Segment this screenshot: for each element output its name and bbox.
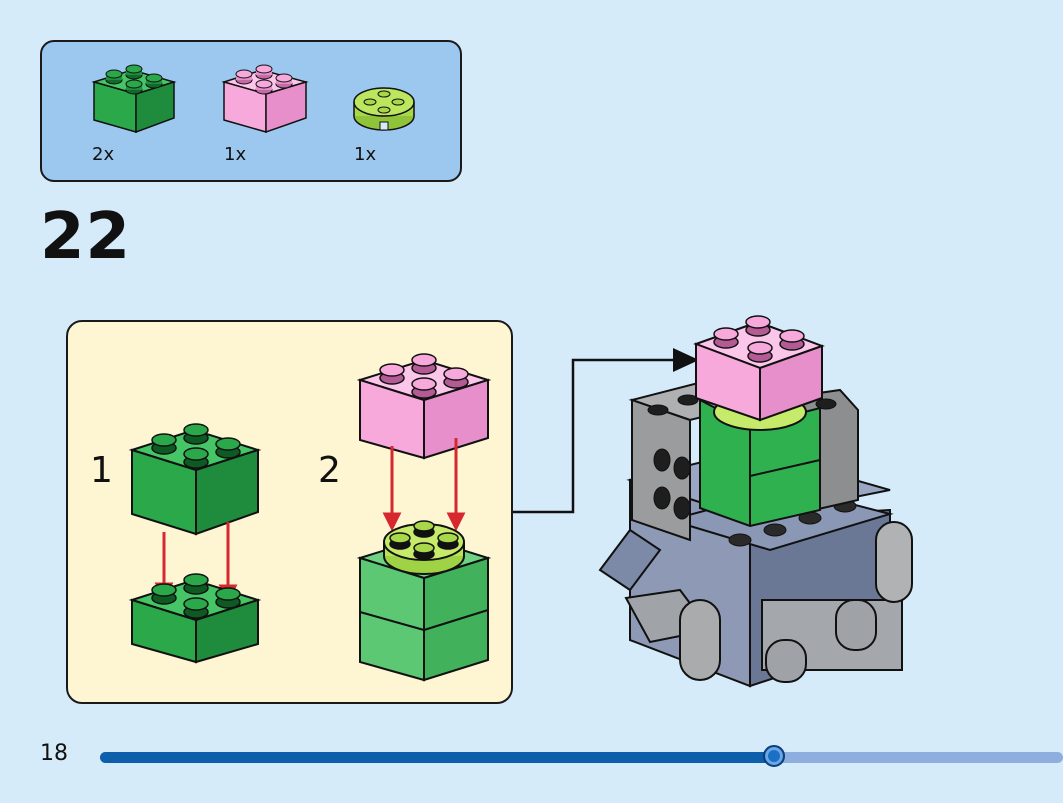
- green-brick-quantity: 2x: [92, 144, 115, 165]
- pink-brick-2x2-part: [221, 64, 309, 134]
- lime-round-plate-part: [353, 87, 415, 131]
- pink-brick-quantity: 1x: [224, 144, 247, 165]
- parts-list-panel: 2x 1x 1x: [40, 40, 462, 182]
- stacked-green-bricks: [356, 520, 492, 682]
- green-brick-top: [128, 423, 262, 536]
- progress-fill: [100, 752, 774, 763]
- pink-brick: [356, 353, 492, 460]
- down-arrows: [382, 438, 466, 532]
- green-brick-bottom: [128, 573, 262, 664]
- green-brick-2x2-part: [91, 64, 177, 134]
- progress-bar: [100, 745, 1063, 767]
- substep-label-1: 1: [90, 450, 113, 491]
- substep-2-illustration: [356, 353, 492, 682]
- lime-plate-quantity: 1x: [354, 144, 377, 165]
- substep-callout: 1 2: [66, 320, 513, 704]
- page-number: 18: [40, 741, 68, 766]
- substep-1-illustration: [128, 423, 262, 664]
- assembled-robot-model: [598, 315, 913, 688]
- progress-indicator: [763, 745, 785, 767]
- callout-connector-arrow: [513, 348, 699, 514]
- substep-label-2: 2: [318, 450, 341, 491]
- step-number: 22: [40, 200, 132, 274]
